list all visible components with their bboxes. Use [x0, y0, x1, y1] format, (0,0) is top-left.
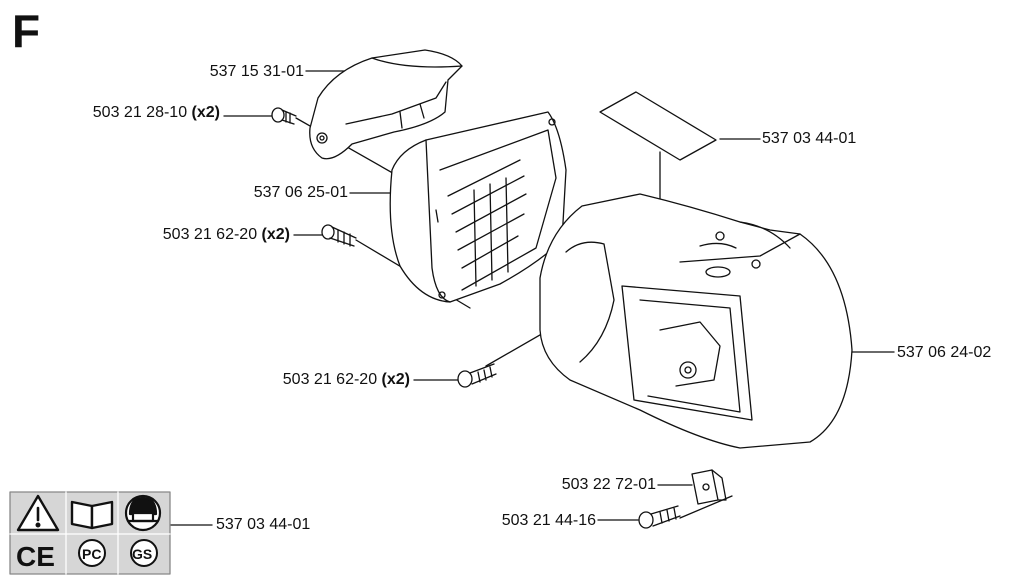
part-label-decal: 537 03 44-01	[762, 130, 857, 147]
screw-middle-part	[321, 224, 357, 247]
part-label-screw-middle: 503 21 62-20 (x2)	[162, 226, 290, 243]
part-label-screw-bottom: 503 21 44-16	[501, 512, 596, 529]
warning-triangle-icon	[16, 494, 60, 532]
screw-lower-part	[457, 363, 497, 388]
top-cover-part	[309, 49, 463, 160]
screw-top-part	[271, 107, 297, 125]
svg-text:GS: GS	[132, 546, 152, 562]
svg-text:CE: CE	[16, 541, 55, 572]
section-letter: F	[12, 5, 41, 57]
part-label-nut-clip: 503 22 72-01	[561, 476, 656, 493]
fan-housing-part	[539, 193, 853, 449]
part-label-top-cover: 537 15 31-01	[209, 63, 304, 80]
ce-mark-icon: CE	[16, 541, 55, 572]
part-label-screw-lower: 503 21 62-20 (x2)	[282, 371, 410, 388]
svg-text:PC: PC	[82, 546, 101, 562]
part-label-symbol-plate: 537 03 44-01	[216, 516, 311, 533]
screw-bottom-part	[638, 505, 681, 529]
part-label-fan-housing: 537 06 24-02	[897, 344, 992, 361]
helmet-icon	[124, 494, 162, 532]
cylinder-cover-part	[389, 111, 567, 303]
nut-clip-part	[691, 469, 727, 505]
part-label-screw-top: 503 21 28-10 (x2)	[92, 104, 220, 121]
manual-book-icon	[70, 500, 114, 530]
part-label-cylinder-cover: 537 06 25-01	[253, 184, 348, 201]
decal-part	[599, 91, 717, 161]
pc-mark-icon: PC	[78, 539, 106, 567]
gost-mark-icon: GS	[130, 539, 158, 567]
